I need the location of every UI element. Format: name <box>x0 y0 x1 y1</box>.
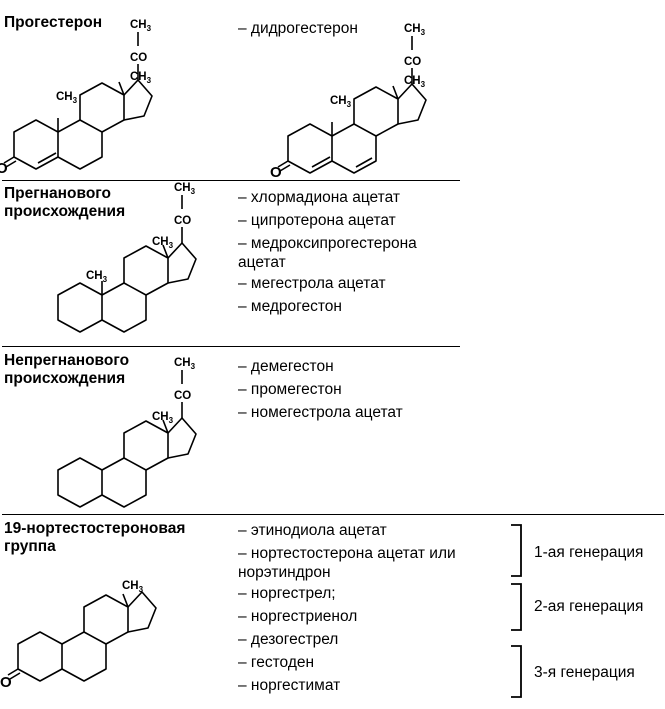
heading-line: 19-нортестостероновая <box>4 520 186 537</box>
drug-list-pregnane: – хлормадиона ацетат – ципротерона ацета… <box>238 186 417 318</box>
section-divider <box>2 346 460 347</box>
section-divider <box>2 514 664 515</box>
section-heading-19-nortestosterone: 19-нортестостероновая группа <box>4 520 185 556</box>
drug-item: – медроксипрогестерона <box>238 235 417 252</box>
heading-line: Прогестерон <box>4 14 103 31</box>
progesterone-structure: O CH3 CH3 CO CH3 <box>0 19 153 177</box>
svg-text:CH3: CH3 <box>404 75 426 89</box>
drug-item: – промегестон <box>238 381 342 398</box>
generation-label: 2-ая генерация <box>534 598 644 615</box>
section-heading-progesterone: Прогестерон <box>4 14 102 32</box>
svg-text:O: O <box>270 164 282 181</box>
drug-list-nonpregnane: – демегестон – промегестон – номегестрол… <box>238 355 403 424</box>
dydrogesterone-structure: O CH3 CH3 CO CH3 <box>270 23 427 181</box>
pregnane-structure: CH3 CH3 CO CH3 <box>57 182 197 333</box>
drug-list-19-nortestosterone: – этинодиола ацетат – нортестостерона ац… <box>238 519 456 697</box>
drug-item: – мегестрола ацетат <box>238 275 386 292</box>
svg-text:CH3: CH3 <box>122 580 144 594</box>
svg-text:CH3: CH3 <box>130 19 152 33</box>
heading-line: Непрегнанового <box>4 352 130 369</box>
drug-item: – этинодиола ацетат <box>238 522 387 539</box>
drug-item: ацетат <box>238 254 286 271</box>
svg-text:CH3: CH3 <box>86 270 108 284</box>
drug-item: – медрогестон <box>238 298 342 315</box>
generation-label: 1-ая генерация <box>534 544 644 561</box>
svg-text:CH3: CH3 <box>152 411 174 425</box>
svg-text:CO: CO <box>130 52 147 64</box>
drug-item: – норгестимат <box>238 677 341 694</box>
svg-text:O: O <box>0 674 12 691</box>
svg-text:CH3: CH3 <box>152 236 174 250</box>
svg-text:CO: CO <box>174 390 191 402</box>
nonpregnane-structure: CH3 CO CH3 <box>57 357 197 508</box>
svg-text:CH3: CH3 <box>330 95 352 109</box>
section-heading-nonpregnane: Непрегнанового происхождения <box>4 352 129 388</box>
svg-text:CO: CO <box>174 215 191 227</box>
heading-line: Прегнанового <box>4 185 112 202</box>
drug-item: – номегестрола ацетат <box>238 404 403 421</box>
drug-item: норэтиндрон <box>238 564 331 581</box>
drug-item: – ципротерона ацетат <box>238 212 396 229</box>
nortestosterone-structure: O CH3 <box>0 580 157 691</box>
drug-item: – дезогестрел <box>238 631 339 648</box>
svg-text:CH3: CH3 <box>174 357 196 371</box>
generation-brackets <box>511 524 522 698</box>
drug-item: – норгестрел; <box>238 585 336 602</box>
heading-line: происхождения <box>4 203 126 220</box>
svg-text:O: O <box>0 160 8 177</box>
drug-item: – гестоден <box>238 654 315 671</box>
heading-line: группа <box>4 538 56 555</box>
heading-line: происхождения <box>4 370 126 387</box>
drug-item: – нортестостерона ацетат или <box>238 545 456 562</box>
svg-text:CH3: CH3 <box>174 182 196 196</box>
drug-item: – хлормадиона ацетат <box>238 189 400 206</box>
section-heading-pregnane: Прегнанового происхождения <box>4 185 125 221</box>
drug-item: – демегестон <box>238 358 334 375</box>
drug-item: – норгестриенол <box>238 608 358 625</box>
section-divider <box>2 180 460 181</box>
generation-label: 3-я генерация <box>534 664 635 681</box>
svg-text:CH3: CH3 <box>404 23 426 37</box>
drug-item: – дидрогестерон <box>238 20 358 37</box>
svg-text:CH3: CH3 <box>56 91 78 105</box>
svg-text:CO: CO <box>404 56 421 68</box>
svg-text:CH3: CH3 <box>130 71 152 85</box>
